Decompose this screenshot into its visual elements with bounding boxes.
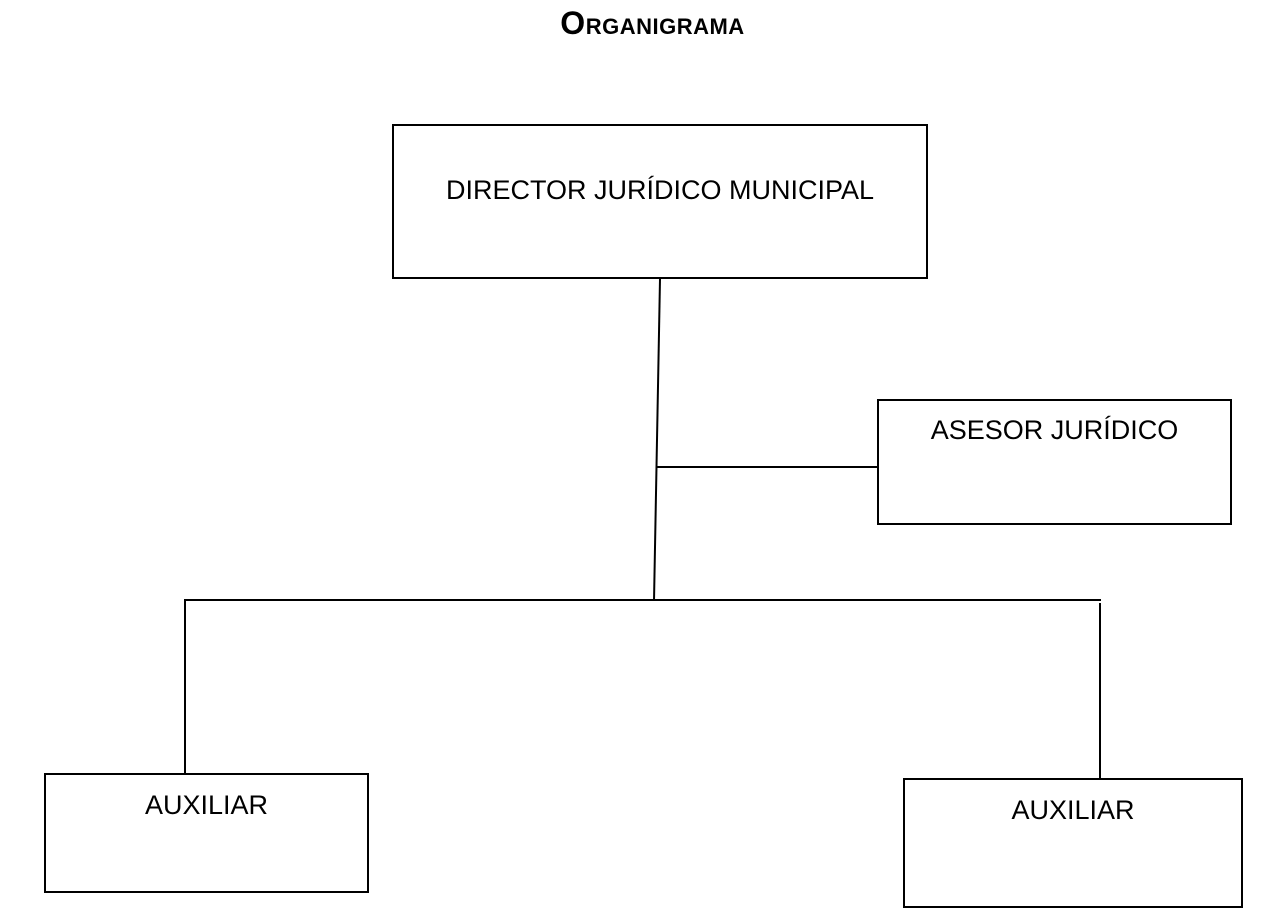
node-label: AUXILIAR — [144, 790, 269, 820]
node-label: ASESOR JURÍDICO — [930, 415, 1179, 445]
connector-director-trunk — [653, 278, 661, 602]
node-auxiliar-right: AUXILIAR — [903, 778, 1243, 908]
node-label: DIRECTOR JURÍDICO MUNICIPAL — [445, 175, 875, 205]
diagram-title: Organigrama — [560, 5, 745, 41]
node-label: AUXILIAR — [1011, 795, 1135, 825]
node-auxiliar-left: AUXILIAR — [44, 773, 369, 893]
node-asesor-juridico: ASESOR JURÍDICO — [877, 399, 1232, 525]
node-director-juridico-municipal: DIRECTOR JURÍDICO MUNICIPAL — [392, 124, 928, 279]
